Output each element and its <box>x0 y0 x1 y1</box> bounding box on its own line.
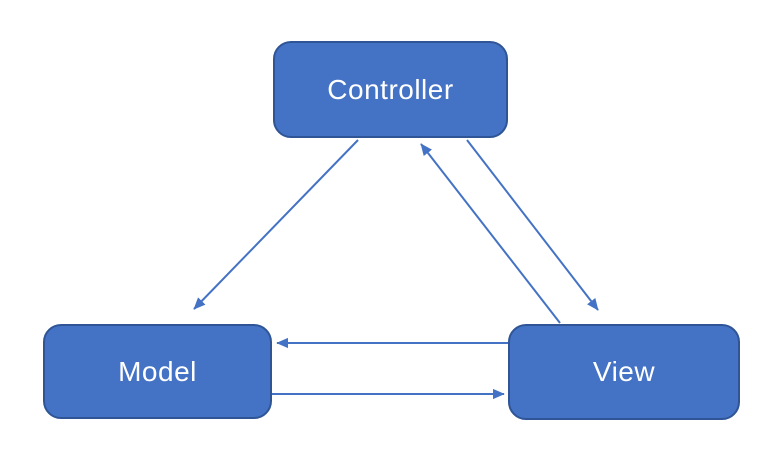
node-model-label: Model <box>118 355 197 387</box>
node-model: Model <box>43 324 272 419</box>
arrow-view-to-controller <box>420 143 561 324</box>
arrow-controller-to-model <box>193 139 359 310</box>
arrow-controller-to-view <box>466 139 599 311</box>
node-view: View <box>508 324 740 420</box>
node-controller-label: Controller <box>327 73 454 105</box>
node-controller: Controller <box>273 41 508 138</box>
node-view-label: View <box>592 356 656 387</box>
